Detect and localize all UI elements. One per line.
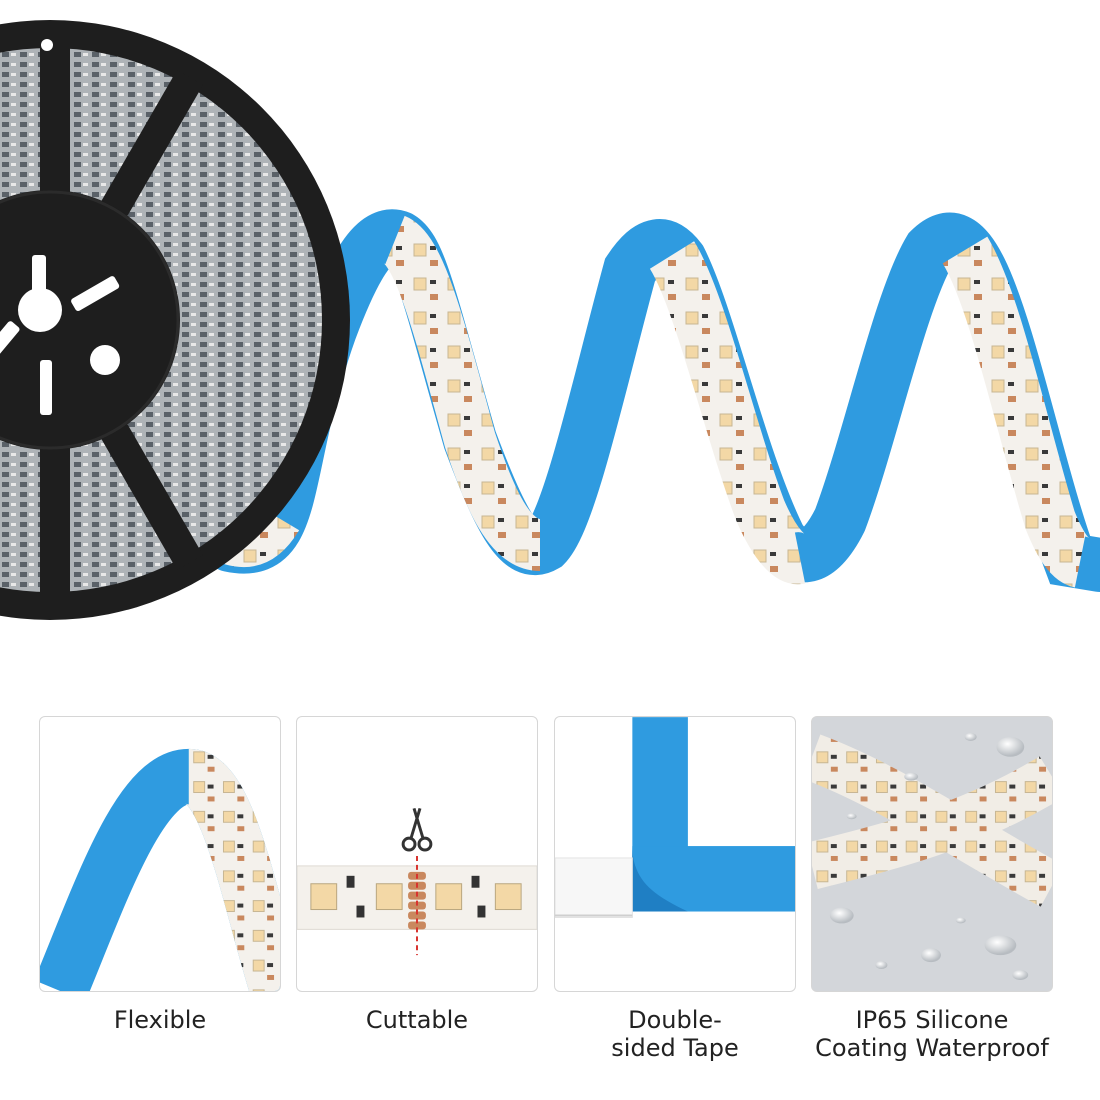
cuttable-illustration	[297, 807, 537, 956]
feature-section: Flexible	[0, 700, 1100, 1100]
feature-label-waterproof: IP65 Silicone Coating Waterproof	[802, 1006, 1062, 1062]
reel	[0, 20, 350, 620]
feature-card-cuttable	[296, 716, 538, 992]
feature-label-line: IP65 Silicone	[855, 1006, 1009, 1034]
feature-card-waterproof	[811, 716, 1053, 992]
feature-label-line: Flexible	[113, 1006, 207, 1034]
led-strip-reel-illustration	[0, 20, 1100, 620]
scissors-icon	[401, 807, 433, 852]
led-chip-row	[310, 875, 522, 918]
wavy-led-strip	[203, 209, 1100, 592]
feature-label-cuttable: Cuttable	[287, 1006, 547, 1034]
feature-label-line: Cuttable	[365, 1006, 469, 1034]
hero-product-image	[0, 20, 1100, 620]
double-sided-tape-icon	[555, 717, 795, 918]
feature-label-line: Coating Waterproof	[815, 1034, 1049, 1062]
feature-card-flexible	[39, 716, 281, 992]
feature-label-line: Double-	[628, 1006, 722, 1034]
feature-card-double-sided-tape	[554, 716, 796, 992]
feature-label-line: sided Tape	[611, 1034, 739, 1062]
feature-label-flexible: Flexible	[30, 1006, 290, 1034]
flexible-strip-icon	[40, 748, 280, 991]
water-droplets-icon	[812, 717, 1052, 991]
feature-label-double-sided-tape: Double- sided Tape	[545, 1006, 805, 1062]
